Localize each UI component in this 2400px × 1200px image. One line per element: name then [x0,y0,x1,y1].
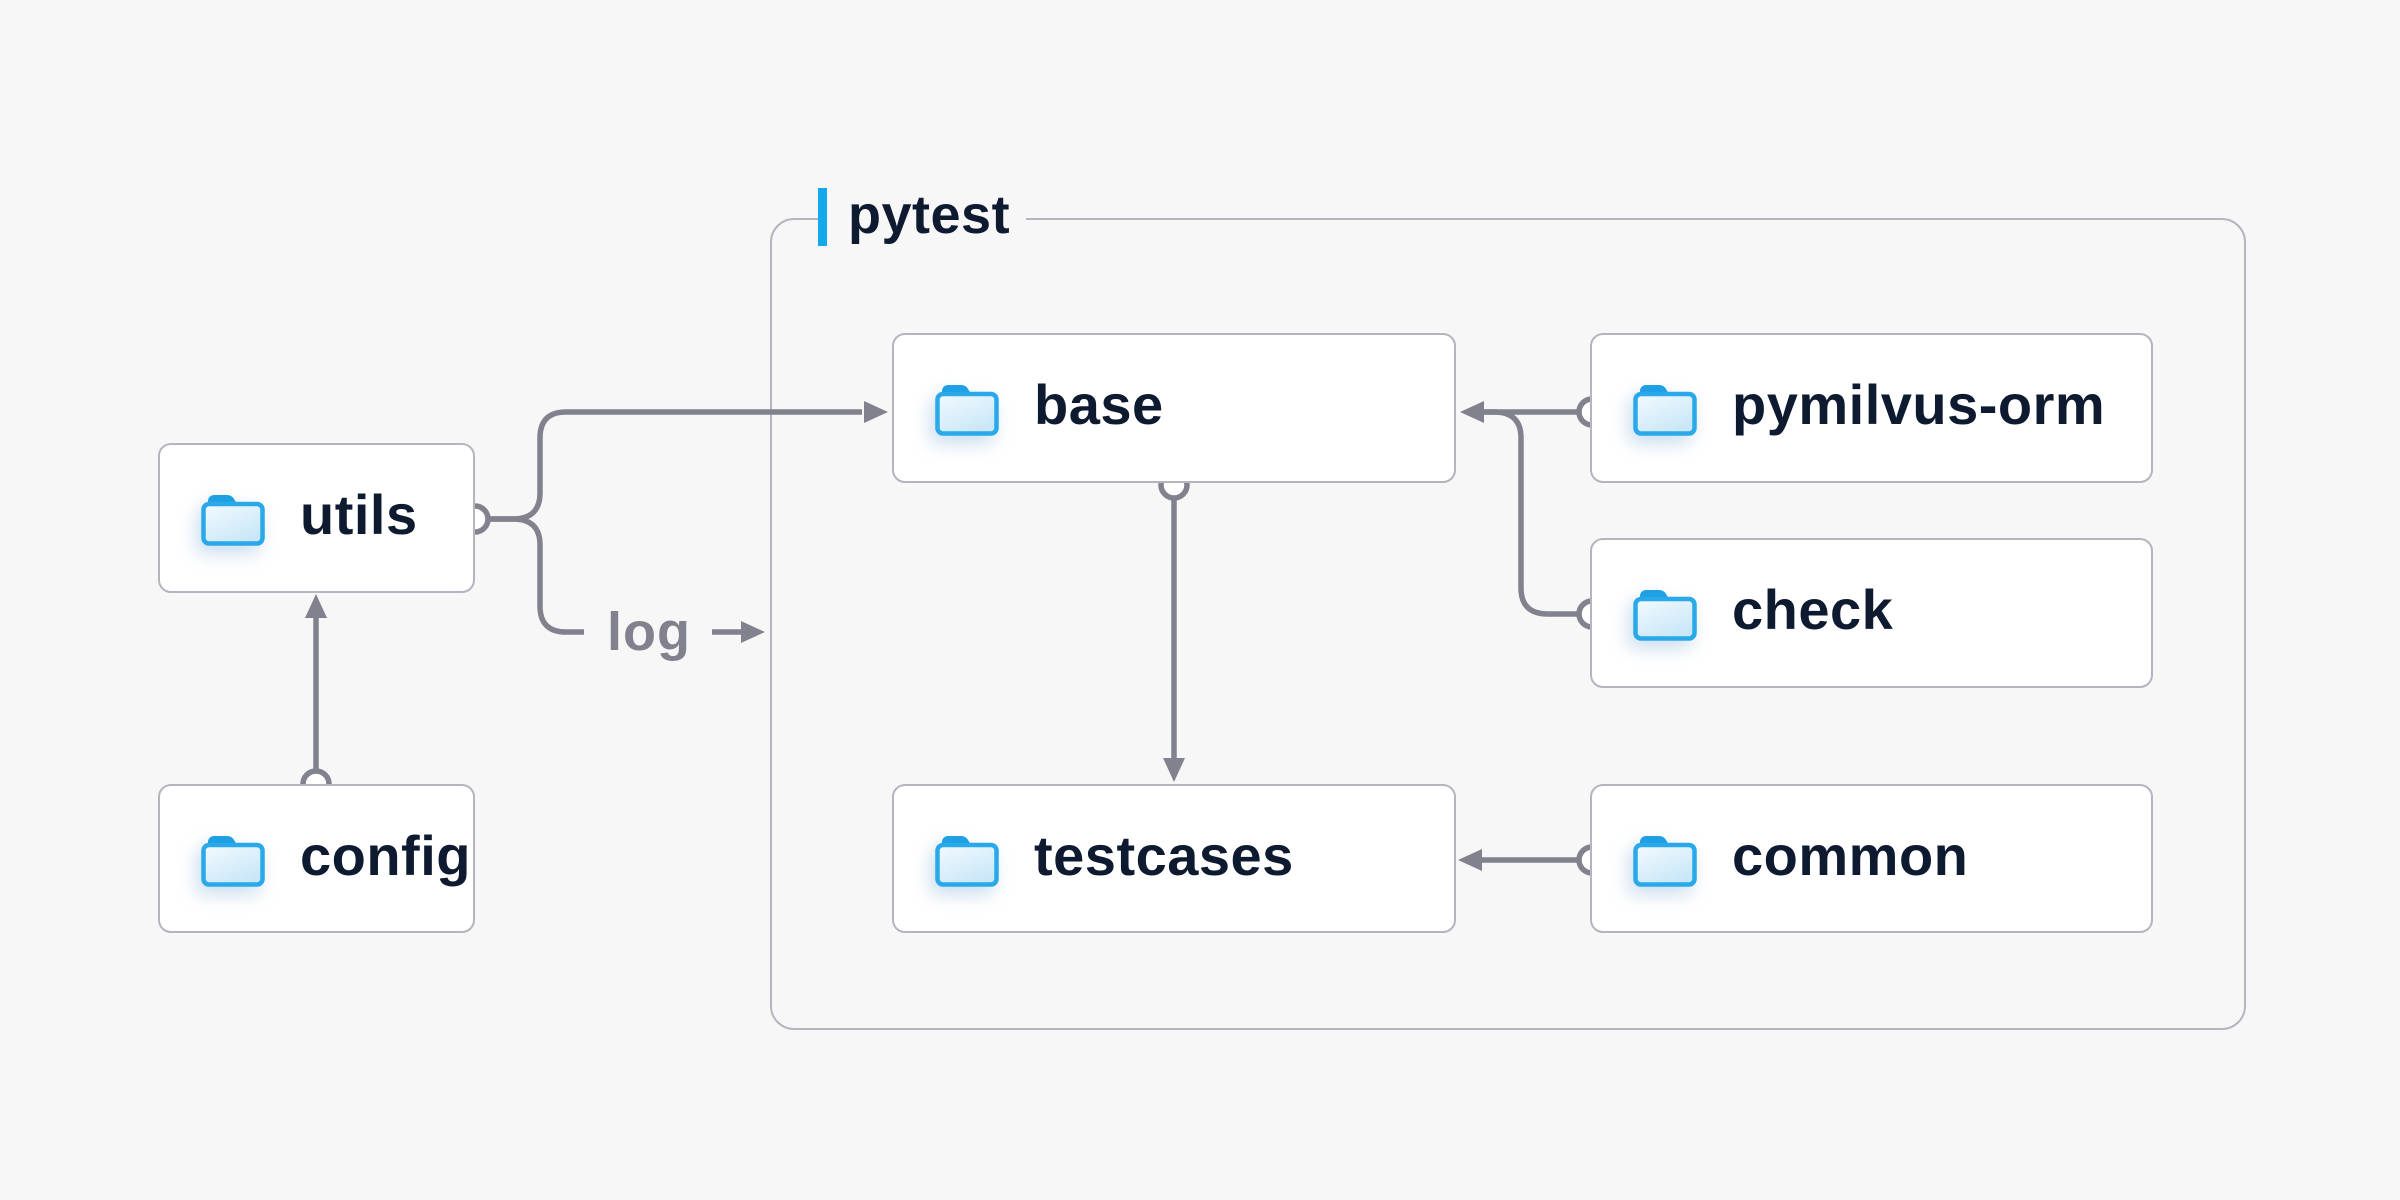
folder-icon [934,830,1000,888]
node-utils: utils [158,443,475,593]
node-label: pymilvus-orm [1732,373,2106,436]
node-pymilvus-orm: pymilvus-orm [1590,333,2153,483]
group-label-text: pytest [848,185,1011,245]
folder-icon [1632,584,1698,642]
accent-bar [818,188,827,246]
node-testcases: testcases [892,784,1456,933]
node-label: base [1034,373,1164,436]
node-common: common [1590,784,2153,933]
node-label: testcases [1034,823,1294,887]
node-base: base [892,333,1456,483]
pytest-group-box [770,218,2246,1030]
node-label: check [1732,578,1894,641]
node-label: utils [300,483,418,546]
node-label: config [300,823,471,887]
folder-icon [200,489,266,547]
folder-icon [1632,830,1698,888]
folder-icon [934,379,1000,437]
log-edge-label: log [607,602,691,662]
pytest-group-label: pytest [818,185,1027,248]
folder-icon [1632,379,1698,437]
node-label: common [1732,823,1969,887]
edge-config-to-utils [300,594,332,800]
node-check: check [1590,538,2153,688]
node-config: config [158,784,475,933]
folder-icon [200,830,266,888]
